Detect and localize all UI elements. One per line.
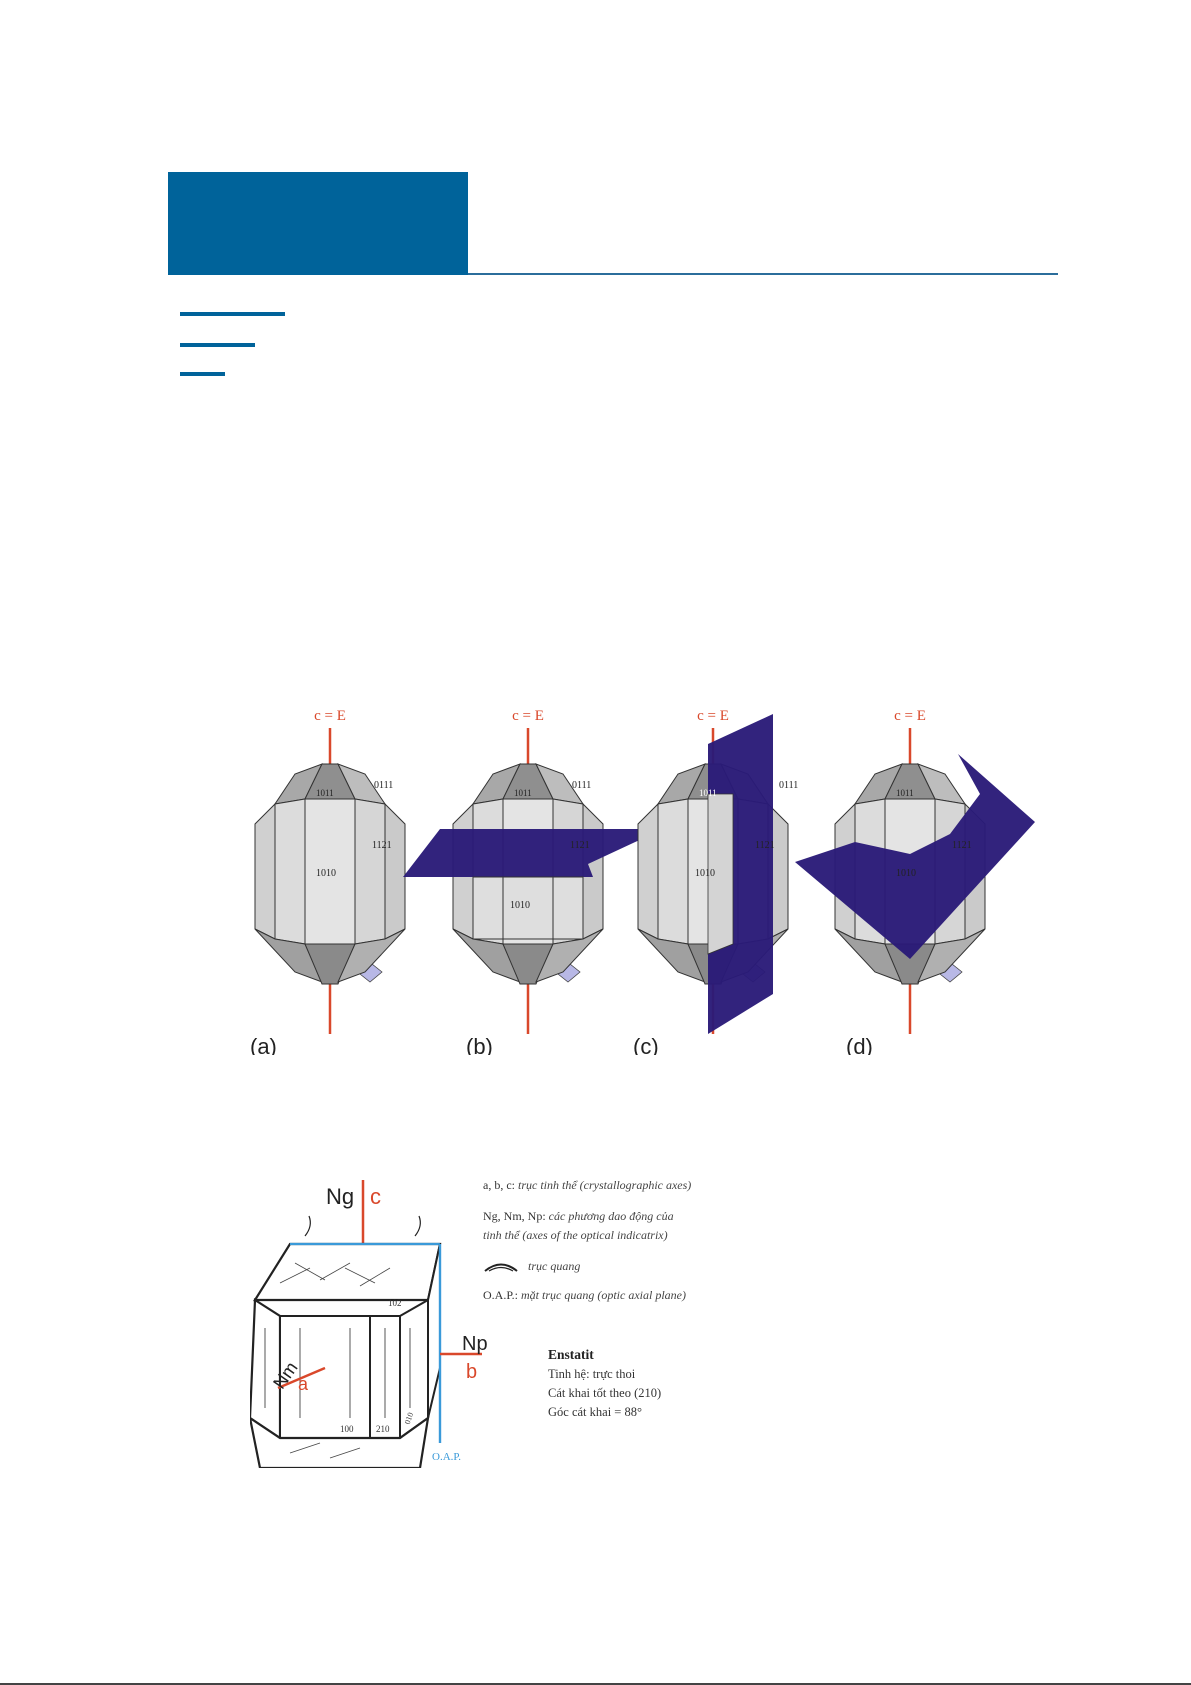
face-label-top-d: 1011	[896, 788, 914, 798]
face-label-prism-a: 1010	[316, 868, 336, 879]
panel-letter-c: (c)	[633, 1034, 659, 1055]
legend-line2-prefix: Ng, Nm, Np:	[483, 1209, 546, 1223]
toc-link-bar-1[interactable]	[180, 312, 285, 316]
toc-link-bar-3[interactable]	[180, 372, 225, 376]
oap-label: O.A.P.	[432, 1451, 461, 1463]
axis-label-c: c	[370, 1184, 381, 1209]
axis-label-ng: Ng	[326, 1184, 354, 1209]
enstatite-crystal: Ng c 102 100 210 010 Np b Nm a O.A.P.	[250, 1180, 488, 1468]
axis-label-b: c = E	[512, 710, 544, 724]
crystal-figure: c = E 1011 0111 1121 1010 (a) c = E 1011…	[250, 710, 1035, 1055]
enstatite-info: Enstatit Tinh hệ: trực thoi Cát khai tốt…	[548, 1345, 661, 1422]
legend-line1-prefix: a, b, c:	[483, 1178, 515, 1192]
legend-line1-italic: trục tinh thể (crystallographic axes)	[518, 1178, 692, 1192]
face-label-100: 100	[340, 1424, 354, 1434]
fig2-legend: a, b, c: trục tinh thể (crystallographic…	[483, 1176, 691, 1305]
face-label-corner-a: 0111	[374, 780, 393, 791]
enstatite-system: Tinh hệ: trực thoi	[548, 1367, 636, 1381]
legend-line4-prefix: O.A.P.:	[483, 1288, 519, 1302]
enstatite-angle: Góc cát khai = 88°	[548, 1405, 642, 1419]
face-label-corner-b: 0111	[572, 780, 591, 791]
face-label-corner-c: 0111	[779, 780, 798, 791]
enstatite-title: Enstatit	[548, 1347, 594, 1362]
axis-label-c: c = E	[697, 710, 729, 724]
face-label-small-a: 1121	[372, 840, 392, 851]
face-label-prism-d: 1010	[896, 868, 916, 879]
face-label-small-b: 1121	[570, 840, 590, 851]
crystal-panel-a: c = E 1011 0111 1121 1010 (a)	[250, 710, 407, 1055]
legend-line2-italic-b: tinh thể (axes of the optical indicatrix…	[483, 1228, 668, 1242]
toc-link-bar-2[interactable]	[180, 343, 255, 347]
face-label-corner-d: 0111	[954, 780, 973, 791]
face-label-small-c: 1121	[755, 840, 775, 851]
face-label-prism-c: 1010	[695, 868, 715, 879]
axis-label-np: Np	[462, 1333, 488, 1355]
enstatite-cleavage: Cát khai tốt theo (210)	[548, 1386, 662, 1400]
optic-axis-icon	[484, 1263, 518, 1273]
axis-label-b: b	[466, 1361, 477, 1383]
axis-label-a: c = E	[314, 710, 346, 724]
face-label-lower-b: 1010	[510, 900, 530, 911]
panel-letter-a: (a)	[250, 1034, 277, 1055]
panel-letter-d: (d)	[846, 1034, 873, 1055]
footer-line	[0, 1683, 1191, 1685]
face-label-top-c: 1011	[699, 788, 717, 798]
panel-letter-b: (b)	[466, 1034, 493, 1055]
face-label-010: 010	[403, 1411, 416, 1425]
face-label-small-d: 1121	[952, 840, 972, 851]
face-label-102: 102	[388, 1298, 402, 1308]
face-label-top-a: 1011	[316, 788, 334, 798]
legend-line3-italic: trục quang	[528, 1259, 581, 1273]
header-rule	[468, 273, 1058, 275]
axis-label-a: a	[298, 1374, 309, 1394]
face-label-210: 210	[376, 1424, 390, 1434]
chapter-header-block	[168, 172, 468, 275]
crystal-panel-c: c = E 1011 0111 1121 1010 (c)	[633, 710, 798, 1055]
face-label-top-b: 1011	[514, 788, 532, 798]
crystal-panel-d: c = E 1011 0111 1121 1010 (d)	[795, 710, 1035, 1055]
legend-line2-italic-a: các phương dao động của	[548, 1209, 674, 1223]
crystal-panel-b: c = E 1011 0111 1121 1010 (b)	[403, 710, 663, 1055]
legend-line4-italic: mặt trục quang (optic axial plane)	[521, 1288, 686, 1302]
axis-label-d: c = E	[894, 710, 926, 724]
